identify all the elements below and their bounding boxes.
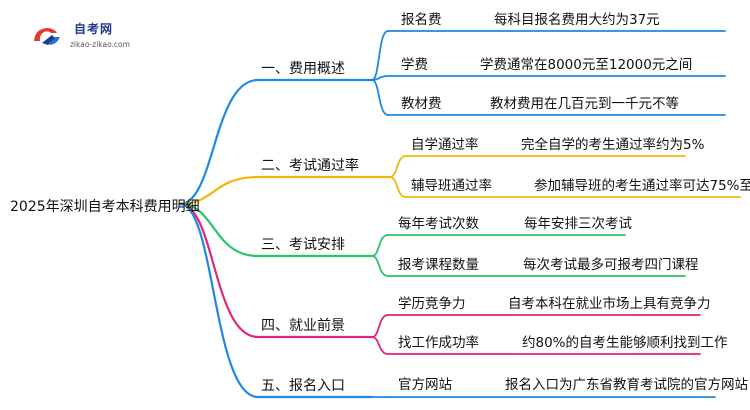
branch-connector [178, 202, 260, 399]
branch-employment: 四、就业前景 [261, 318, 345, 334]
competitiveness-label: 学历竞争力 [398, 296, 466, 312]
item-connector [371, 30, 389, 81]
official-site-value: 报名入口为广东省教育考试院的官方网站 [505, 377, 748, 393]
logo-emblem-icon [30, 19, 64, 53]
item-connector [371, 336, 389, 355]
item-connector [371, 314, 389, 338]
self-study-rate-value: 完全自学的考生通过率约为5% [521, 137, 705, 153]
branch-fee-overview: 一、费用概述 [261, 61, 345, 77]
branch-registration-portal: 五、报名入口 [261, 378, 345, 394]
tutoring-rate-label: 辅导班通过率 [411, 178, 492, 194]
employment-rate-value: 约80%的自考生能够顺利找到工作 [522, 335, 728, 351]
branch-connector [178, 175, 260, 206]
branch-connector [178, 202, 260, 258]
employment-rate-label: 找工作成功率 [398, 335, 479, 351]
item-connector [371, 234, 389, 257]
fee-registration-label: 报名费 [401, 12, 442, 28]
fee-tuition-label: 学费 [401, 57, 428, 73]
fee-textbook-label: 教材费 [401, 96, 442, 112]
competitiveness-value: 自考本科在就业市场上具有竞争力 [508, 296, 711, 312]
fee-textbook-value: 教材费用在几百元到一千元不等 [490, 96, 679, 112]
branch-connector [178, 78, 260, 206]
logo-title: 自考网 [74, 22, 114, 36]
logo-url: zikao-zikao.com [70, 40, 130, 49]
fee-registration-value: 每科目报名费用大约为37元 [494, 12, 660, 28]
exam-frequency-value: 每年安排三次考试 [524, 216, 632, 232]
tutoring-rate-value: 参加辅导班的考生通过率可达75%至85% [534, 178, 750, 194]
course-count-value: 每次考试最多可报考四门课程 [523, 257, 699, 273]
site-logo[interactable]: 自考网 zikao-zikao.com [30, 8, 150, 53]
branch-pass-rate: 二、考试通过率 [261, 158, 359, 174]
course-count-label: 报考课程数量 [398, 257, 479, 273]
fee-tuition-value: 学费通常在8000元至12000元之间 [480, 57, 693, 73]
item-connector [371, 79, 389, 116]
self-study-rate-label: 自学通过率 [411, 137, 479, 153]
item-connector [371, 255, 389, 277]
item-connector [389, 155, 407, 178]
root-topic: 2025年深圳自考本科费用明细 [10, 199, 200, 215]
branch-exam-schedule: 三、考试安排 [261, 237, 345, 253]
item-connector [389, 176, 407, 198]
exam-frequency-label: 每年考试次数 [398, 216, 479, 232]
branch-connector [178, 202, 260, 339]
official-site-label: 官方网站 [398, 377, 452, 393]
